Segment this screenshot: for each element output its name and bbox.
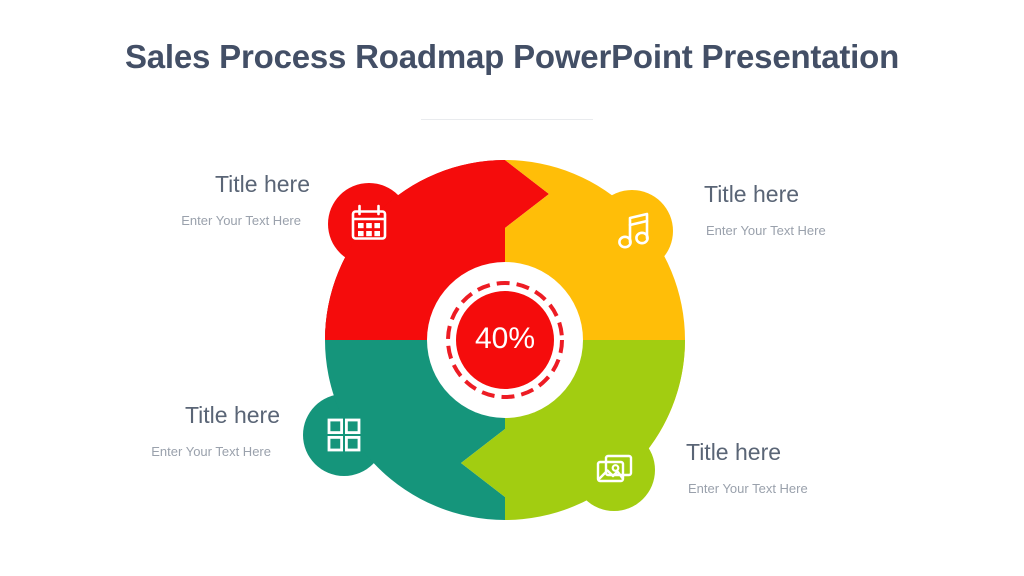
callout-top-left-title: Title here <box>214 171 310 197</box>
page-title: Sales Process Roadmap PowerPoint Present… <box>124 38 900 75</box>
callout-top-left[interactable]: Title here Enter Your Text Here <box>96 171 310 228</box>
center-dial[interactable] <box>427 262 583 418</box>
callout-bottom-left-description: Enter Your Text Here <box>151 444 271 459</box>
callout-bottom-right-description: Enter Your Text Here <box>688 481 808 496</box>
center-dashed-ring <box>446 281 564 399</box>
callout-top-right-description: Enter Your Text Here <box>706 223 826 238</box>
callout-bottom-left-title: Title here <box>184 402 280 428</box>
callout-bottom-right-title: Title here <box>686 439 782 465</box>
title-divider <box>421 119 593 120</box>
callout-top-right-title: Title here <box>704 181 800 207</box>
callout-bottom-right[interactable]: Title here Enter Your Text Here <box>686 439 906 496</box>
center-red-disc <box>456 291 554 389</box>
callout-bottom-left[interactable]: Title here Enter Your Text Here <box>66 402 280 459</box>
callout-top-left-description: Enter Your Text Here <box>181 213 301 228</box>
callout-top-right[interactable]: Title here Enter Your Text Here <box>704 181 924 238</box>
